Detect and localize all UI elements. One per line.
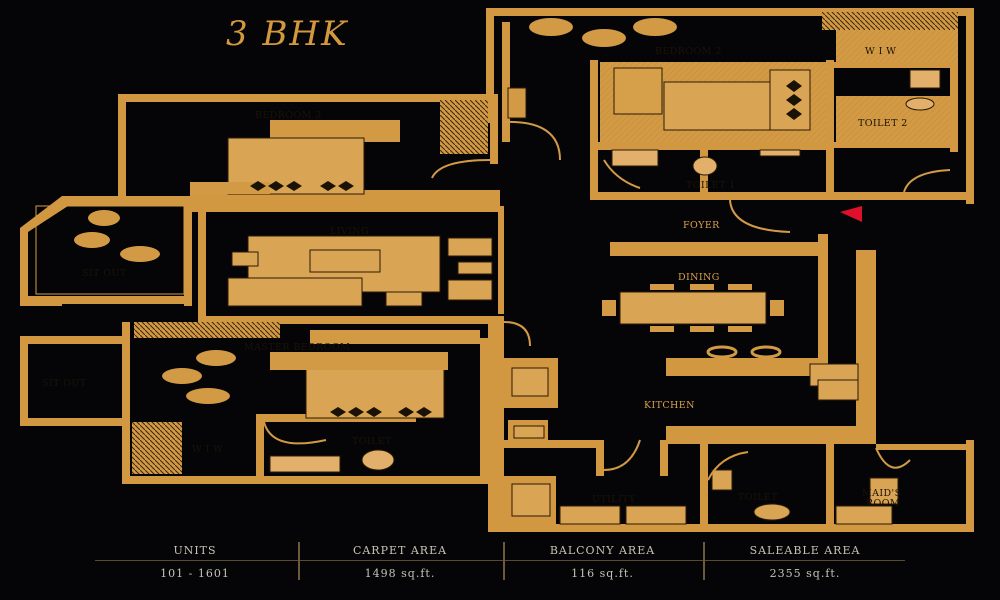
col-carpet-area: CARPET AREA 1498 sq.ft. — [300, 538, 500, 582]
label-master: MASTER BEDROOM — [244, 342, 350, 353]
utility-fixtures — [511, 469, 899, 525]
master-furniture — [132, 322, 480, 474]
header-carpet-area: CARPET AREA — [352, 544, 448, 557]
wiw-top-floor — [836, 30, 958, 66]
label-toilet-maid: TOILET — [738, 492, 778, 503]
col-balcony-area: BALCONY AREA 116 sq.ft. — [505, 538, 700, 582]
col-saleable-area: SALEABLE AREA 2355 sq.ft. — [705, 538, 905, 582]
label-dining: DINING — [678, 272, 720, 283]
label-sitout1: SIT OUT — [82, 268, 127, 279]
label-kitchen: KITCHEN — [644, 400, 695, 411]
bedroom2-furniture — [507, 12, 958, 131]
label-living: LIVING — [330, 226, 369, 237]
table-separator — [298, 542, 300, 580]
label-toilet-master: TOILET — [352, 436, 392, 447]
header-saleable-area: SALEABLE AREA — [749, 544, 861, 557]
header-units: UNITS — [173, 544, 217, 557]
label-bedroom3: BEDROOM 3 — [255, 110, 322, 121]
label-wiw-bottom: W I W — [192, 444, 223, 455]
label-foyer: FOYER — [683, 220, 720, 231]
label-toilet2: TOILET 2 — [858, 118, 908, 129]
kitchen-fixtures — [511, 363, 859, 439]
door-swings — [263, 120, 951, 481]
plan-title: 3 BHK — [226, 14, 349, 54]
col-units: UNITS 101 - 1601 — [95, 538, 295, 582]
master-toilet-fixtures — [269, 449, 395, 473]
table-separator — [703, 542, 705, 580]
entrance-marker — [840, 206, 862, 222]
area-table: UNITS 101 - 1601 CARPET AREA 1498 sq.ft.… — [95, 538, 905, 582]
table-separator — [503, 542, 505, 580]
value-units: 101 - 1601 — [160, 567, 230, 580]
living-furniture — [227, 235, 493, 307]
sitout1-furniture — [35, 205, 185, 295]
label-maids-room-1: MAID'S — [862, 488, 901, 499]
table-divider — [95, 560, 905, 561]
label-wiw-top: W I W — [865, 46, 896, 57]
bedroom3-furniture — [190, 100, 491, 195]
label-toilet1: TOILET 1 — [686, 180, 736, 191]
dining-furniture — [602, 284, 784, 359]
toilet-fixtures — [611, 69, 941, 176]
value-carpet-area: 1498 sq.ft. — [364, 567, 436, 580]
value-balcony-area: 116 sq.ft. — [571, 567, 634, 580]
label-maids-room-2: ROOM — [866, 498, 900, 509]
header-balcony-area: BALCONY AREA — [549, 544, 656, 557]
value-saleable-area: 2355 sq.ft. — [769, 567, 841, 580]
toilet2-floor — [836, 96, 956, 144]
label-bedroom2: BEDROOM 2 — [655, 46, 722, 57]
label-utility: UTILITY — [592, 494, 636, 505]
label-sitout2: SIT OUT — [42, 378, 87, 389]
